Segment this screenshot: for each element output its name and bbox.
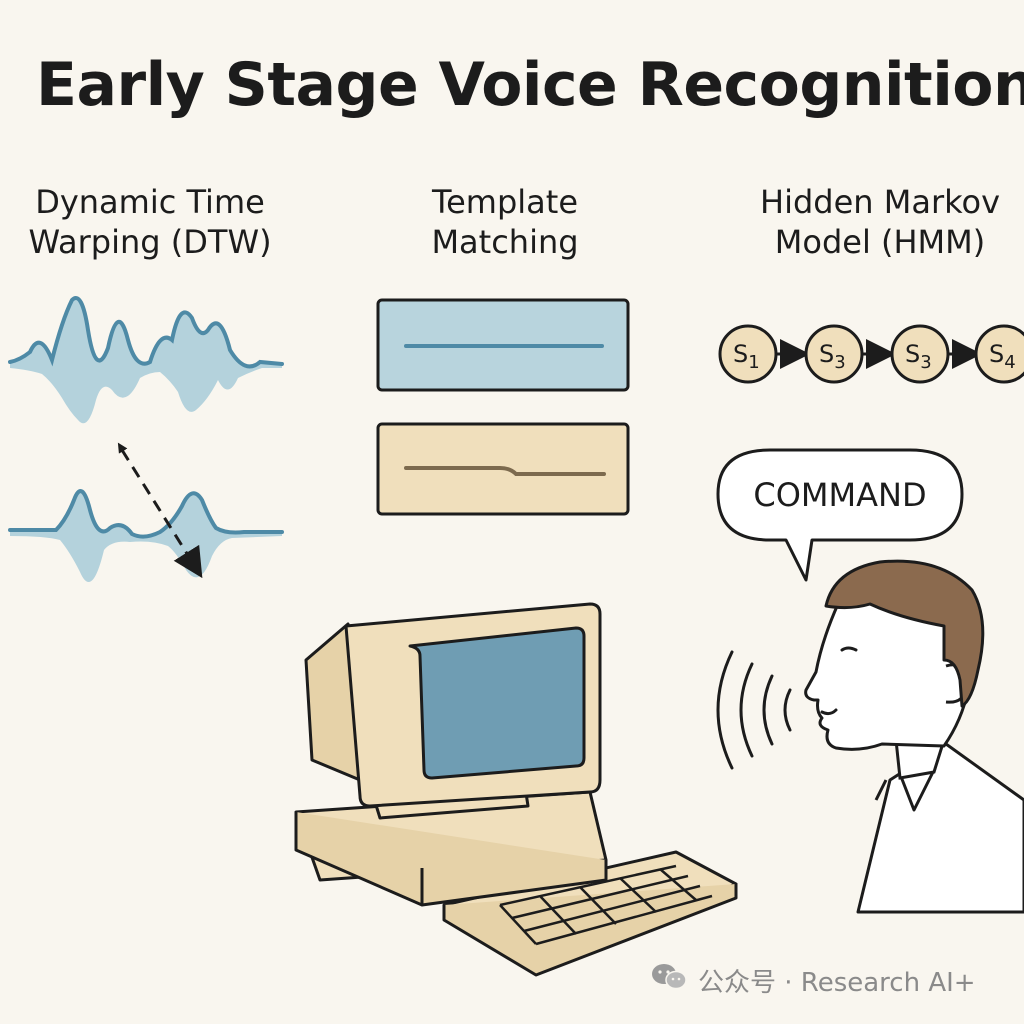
hmm-label-line2: Model (HMM) bbox=[774, 223, 986, 261]
sound-waves-icon bbox=[716, 650, 792, 770]
hmm-label: Hidden Markov Model (HMM) bbox=[730, 182, 1024, 262]
hmm-state-2 bbox=[804, 324, 864, 384]
hmm-state-chain: S1 S3 S3 S4 bbox=[718, 324, 1024, 384]
template-label-line1: Template bbox=[431, 183, 578, 221]
computer-base bbox=[294, 790, 608, 907]
keyboard bbox=[442, 850, 738, 977]
hmm-state-2-label: S3 bbox=[819, 340, 846, 373]
page-title: Early Stage Voice Recognition bbox=[36, 50, 1024, 120]
dtw-waveform-top bbox=[8, 296, 284, 424]
dtw-label-line1: Dynamic Time bbox=[35, 183, 265, 221]
speech-bubble-text: COMMAND bbox=[753, 476, 926, 514]
hmm-state-3 bbox=[890, 324, 950, 384]
template-label-line2: Matching bbox=[431, 223, 579, 261]
dtw-waveform-bottom bbox=[8, 489, 284, 583]
hmm-state-1 bbox=[718, 324, 778, 384]
hmm-label-line1: Hidden Markov bbox=[760, 183, 1000, 221]
monitor bbox=[344, 602, 602, 808]
watermark-text: 公众号 · Research AI+ bbox=[698, 968, 976, 998]
watermark: 公众号 · Research AI+ bbox=[650, 962, 976, 999]
hmm-state-1-label: S1 bbox=[733, 340, 760, 373]
dtw-label: Dynamic Time Warping (DTW) bbox=[0, 182, 300, 262]
template-panel-bottom bbox=[376, 422, 630, 516]
dtw-alignment-arrow-icon bbox=[117, 442, 203, 579]
monitor-screen bbox=[408, 626, 586, 780]
person-speaking bbox=[804, 559, 1024, 914]
dtw-label-line2: Warping (DTW) bbox=[28, 223, 272, 261]
hmm-state-4-label: S4 bbox=[989, 340, 1016, 373]
hmm-state-4 bbox=[974, 324, 1024, 384]
hmm-state-3-label: S3 bbox=[905, 340, 932, 373]
template-matching-label: Template Matching bbox=[355, 182, 655, 262]
computer-illustration bbox=[294, 602, 738, 977]
template-panel-top bbox=[376, 298, 630, 392]
speech-bubble: COMMAND bbox=[716, 448, 964, 582]
wechat-icon bbox=[650, 962, 688, 999]
